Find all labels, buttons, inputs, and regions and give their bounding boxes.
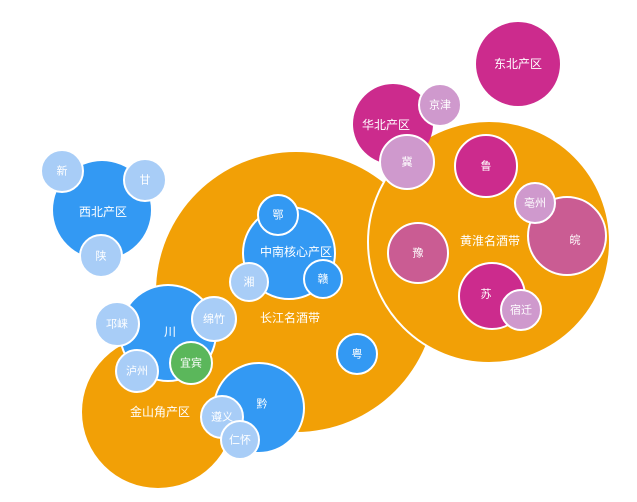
label-changjiang: 长江名酒带 <box>260 310 320 325</box>
label-zhongnan: 中南核心产区 <box>260 244 332 259</box>
label-xin: 新 <box>57 164 68 178</box>
label-renhuai: 仁怀 <box>229 434 251 447</box>
province-ji-bubble <box>379 134 435 190</box>
province-renhuai-bubble <box>220 420 260 460</box>
label-qionglai: 邛崃 <box>106 318 128 331</box>
label-huabei: 华北产区 <box>362 118 410 132</box>
label-jing: 京津 <box>429 98 451 112</box>
province-yu-bubble <box>387 222 449 284</box>
label-dongbei: 东北产区 <box>494 57 542 71</box>
label-huanghuai: 黄淮名酒带 <box>460 233 520 248</box>
label-jinshanjiao: 金山角产区 <box>130 404 190 419</box>
label-qian: 黔 <box>257 397 268 411</box>
label-xiang: 湘 <box>244 275 255 289</box>
label-xizhu: 绵竹 <box>203 312 225 326</box>
label-lu: 鲁 <box>481 159 492 173</box>
province-lu-bubble <box>454 134 518 198</box>
province-xizhu-bubble <box>191 296 237 342</box>
province-shaan-bubble <box>79 234 123 278</box>
province-yue-bubble <box>336 333 378 375</box>
label-e: 鄂 <box>273 209 284 222</box>
label-luzhou: 泸州 <box>126 365 148 378</box>
label-su: 苏 <box>481 288 492 301</box>
province-gan2-bubble <box>303 259 343 299</box>
label-ji: 冀 <box>402 155 413 169</box>
region-dongbei-bubble <box>476 22 560 106</box>
label-shaan: 陕 <box>96 249 107 263</box>
label-yibin: 宜宾 <box>180 356 202 370</box>
province-xiang-bubble <box>229 262 269 302</box>
label-yue: 粤 <box>352 347 363 361</box>
region-huanghuai-bubble <box>367 120 611 364</box>
province-bozhou-bubble <box>514 182 556 224</box>
province-jing-bubble <box>418 83 462 127</box>
province-e-bubble <box>257 194 299 236</box>
province-gan-bubble <box>123 158 167 202</box>
label-xibei: 西北产区 <box>79 205 127 219</box>
province-qionglai-bubble <box>94 301 140 347</box>
label-gan2: 赣 <box>318 272 329 286</box>
province-xin-bubble <box>40 149 84 193</box>
label-suqian: 宿迁 <box>510 303 532 317</box>
label-zunyi: 遵义 <box>211 410 233 424</box>
province-luzhou-bubble <box>115 349 159 393</box>
province-yibin-bubble <box>169 341 213 385</box>
province-suqian-bubble <box>500 289 542 331</box>
label-gan: 甘 <box>140 174 151 187</box>
label-chuan: 川 <box>164 325 176 339</box>
label-wan: 皖 <box>570 233 581 247</box>
label-bozhou: 亳州 <box>524 196 546 210</box>
label-yu: 豫 <box>413 247 424 260</box>
